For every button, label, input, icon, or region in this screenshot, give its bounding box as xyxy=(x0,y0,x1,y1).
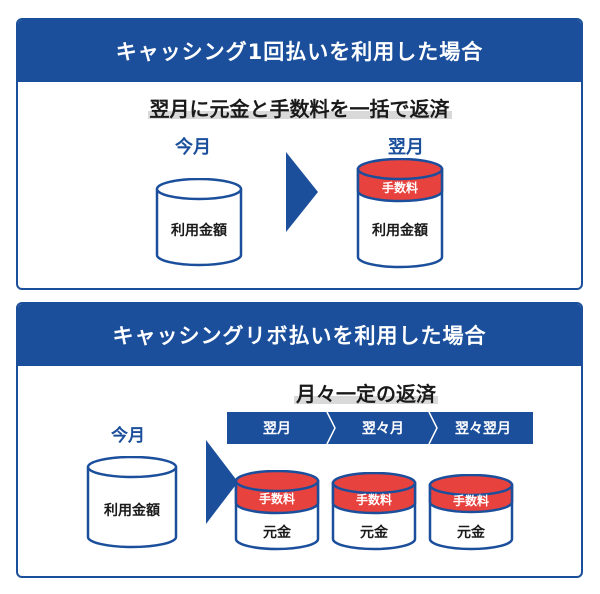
lump-sum-subtitle: 翌月に元金と手数料を一括で返済 xyxy=(18,93,581,122)
step-month-after-next: 翌々月 xyxy=(362,421,404,437)
revolving-amount-cylinder: 利用金額 xyxy=(86,456,178,550)
installment-principal-label: 元金 xyxy=(263,525,291,541)
lump-next-cylinder: 手数料 利用金額 xyxy=(356,158,444,270)
lump-sum-subtitle-text: 翌月に元金と手数料を一括で返済 xyxy=(147,97,452,121)
cylinder-shape xyxy=(356,158,444,269)
step-next-month: 翌月 xyxy=(263,421,291,437)
installment-fee-label: 手数料 xyxy=(355,493,392,507)
lump-amount-cylinder: 利用金額 xyxy=(155,178,243,268)
lump-amount-label: 利用金額 xyxy=(171,223,227,239)
revolving-this-month-label: 今月 xyxy=(111,426,145,446)
revolving-header: キャッシングリボ払いを利用した場合 xyxy=(18,304,581,366)
revolving-subtitle-text: 月々一定の返済 xyxy=(294,382,438,406)
revolving-amount-label: 利用金額 xyxy=(104,503,160,519)
lump-this-month-label: 今月 xyxy=(175,137,211,158)
chevron-right-icon xyxy=(286,152,318,232)
cylinder-shape xyxy=(234,470,320,551)
revolving-panel: キャッシングリボ払いを利用した場合 月々一定の返済 今月 利用金額 翌月 翌々月… xyxy=(16,302,583,578)
installment-fee-label: 手数料 xyxy=(258,492,295,506)
repayment-step-bar: 翌月 翌々月 翌々翌月 xyxy=(227,412,533,444)
cylinder-shape xyxy=(155,178,243,267)
step-third-month: 翌々翌月 xyxy=(455,421,511,437)
lump-fee-label: 手数料 xyxy=(381,181,418,195)
lump-next-month-label: 翌月 xyxy=(388,137,424,158)
installment-cylinder: 手数料 元金 xyxy=(428,474,514,552)
installment-principal-label: 元金 xyxy=(457,525,485,541)
revolving-header-text: キャッシングリボ払いを利用した場合 xyxy=(112,324,487,348)
installment-cylinder: 手数料 元金 xyxy=(234,470,320,552)
chevron-right-icon xyxy=(206,440,238,524)
cylinder-shape xyxy=(86,456,178,549)
lump-next-amount-label: 利用金額 xyxy=(372,223,428,239)
lump-sum-header: キャッシング1回払いを利用した場合 xyxy=(18,20,581,82)
cylinder-shape xyxy=(331,472,417,551)
lump-sum-header-text: キャッシング1回払いを利用した場合 xyxy=(115,40,484,64)
step-bar-shape xyxy=(227,412,533,444)
cylinder-shape xyxy=(428,474,514,551)
installment-cylinder: 手数料 元金 xyxy=(331,472,417,552)
revolving-subtitle: 月々一定の返済 xyxy=(294,378,438,407)
installment-principal-label: 元金 xyxy=(360,525,388,541)
installment-fee-label: 手数料 xyxy=(452,494,489,508)
lump-sum-panel: キャッシング1回払いを利用した場合 翌月に元金と手数料を一括で返済 今月 翌月 … xyxy=(16,18,583,290)
